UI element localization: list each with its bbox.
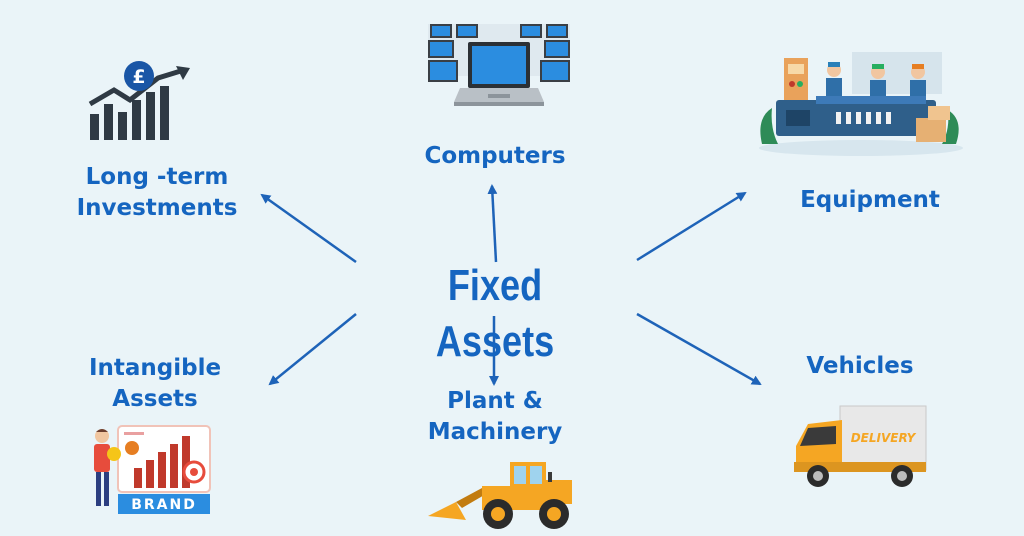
- currency-symbol: £: [132, 66, 145, 88]
- brand-text: BRAND: [131, 497, 197, 513]
- label-long-term-investments: Long -term Investments: [52, 162, 262, 224]
- label-vehicles: Vehicles: [770, 351, 950, 382]
- label-line: Computers: [424, 143, 566, 169]
- label-intangible-assets: Intangible Assets: [60, 353, 250, 415]
- label-line: Machinery: [427, 419, 563, 445]
- label-line: Equipment: [800, 187, 940, 213]
- production-line-workers-icon: [759, 52, 963, 156]
- arrow-to-vehicles: [636, 312, 762, 386]
- label-line: Plant &: [447, 388, 543, 414]
- arrow-to-computers: [487, 184, 498, 263]
- label-line: Assets: [112, 386, 198, 412]
- label-line: Investments: [76, 195, 238, 221]
- label-equipment: Equipment: [770, 185, 970, 216]
- truck-delivery-text: DELIVERY: [851, 431, 917, 445]
- arrow-to-intangible-assets: [268, 313, 357, 386]
- arrow-to-long-term-investments: [260, 193, 357, 264]
- label-line: Long -term: [85, 164, 229, 190]
- arrow-to-equipment: [636, 191, 747, 262]
- label-computers: Computers: [400, 141, 590, 172]
- laptops-icon: [428, 24, 570, 106]
- center-title: Fixed Assets: [435, 261, 555, 366]
- brand-chart-icon: BRAND: [94, 425, 211, 514]
- label-line: Intangible: [88, 355, 222, 381]
- delivery-truck-icon: DELIVERY: [794, 405, 927, 487]
- wheel-loader-icon: [428, 462, 572, 529]
- label-line: Vehicles: [806, 353, 914, 379]
- investment-growth-chart-icon: £: [88, 61, 190, 140]
- label-plant-machinery: Plant & Machinery: [400, 386, 590, 448]
